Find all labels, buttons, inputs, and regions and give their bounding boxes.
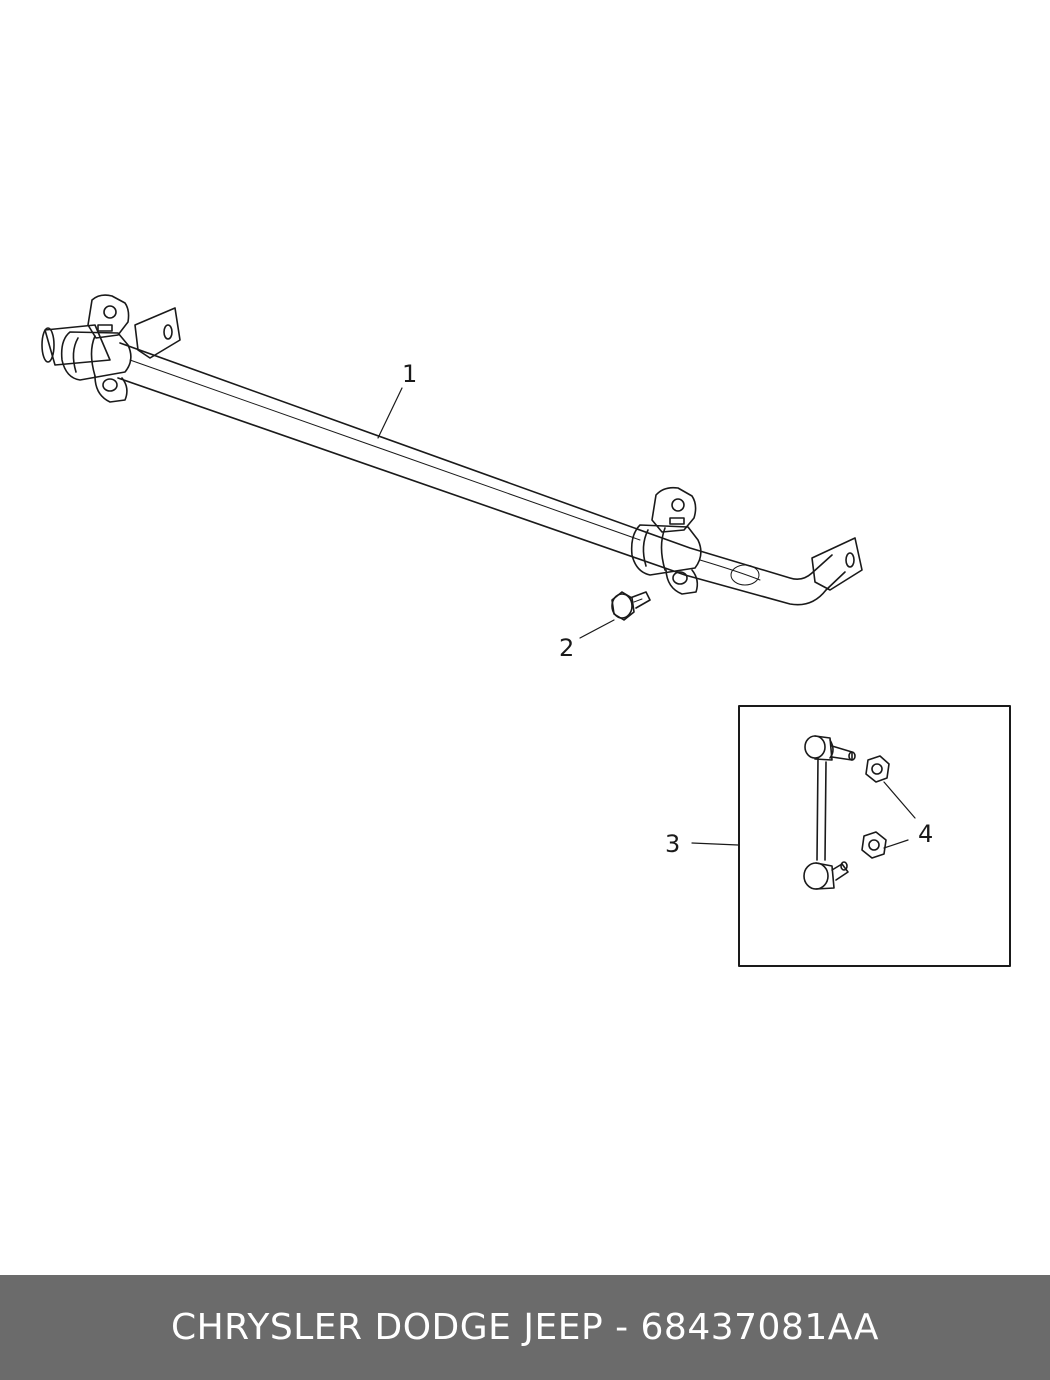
stabilizer-bar: [41, 324, 846, 606]
footer-caption: CHRYSLER DODGE JEEP - 68437081AA: [170, 1307, 880, 1348]
leader-lines: [377, 387, 916, 849]
nut-upper: [865, 755, 890, 783]
right-bushing-bracket: [630, 486, 863, 595]
callout-4: 4: [918, 820, 933, 848]
left-bushing-bracket: [60, 294, 181, 403]
bolt-part: [611, 591, 651, 621]
callout-2: 2: [559, 634, 574, 662]
nut-lower: [861, 831, 887, 859]
callout-1: 1: [402, 360, 417, 388]
parts-diagram: 1 2 3 4: [41, 294, 1011, 967]
callout-3: 3: [665, 830, 680, 858]
stabilizer-link: [803, 735, 856, 890]
link-inset-frame: [738, 705, 1011, 967]
footer-banner: CHRYSLER DODGE JEEP - 68437081AA: [0, 1275, 1050, 1380]
